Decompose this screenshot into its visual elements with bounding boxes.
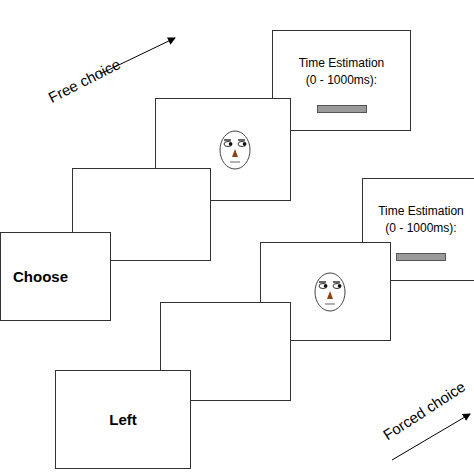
- instruction-screen: Left: [55, 370, 191, 469]
- prompt-text: Time Estimation (0 - 1000ms):: [373, 203, 469, 237]
- estimation-screen: Time Estimation (0 - 1000ms):: [272, 30, 411, 131]
- cue-text: Left: [109, 409, 137, 430]
- slider-bar: [396, 253, 446, 261]
- slider-bar: [317, 105, 367, 113]
- condition-label: Forced choice: [380, 377, 468, 443]
- prompt-text: Time Estimation (0 - 1000ms):: [294, 55, 390, 89]
- cue-text: Choose: [13, 266, 68, 287]
- instruction-screen: Choose: [0, 232, 111, 321]
- condition-label: Free choice: [45, 55, 123, 106]
